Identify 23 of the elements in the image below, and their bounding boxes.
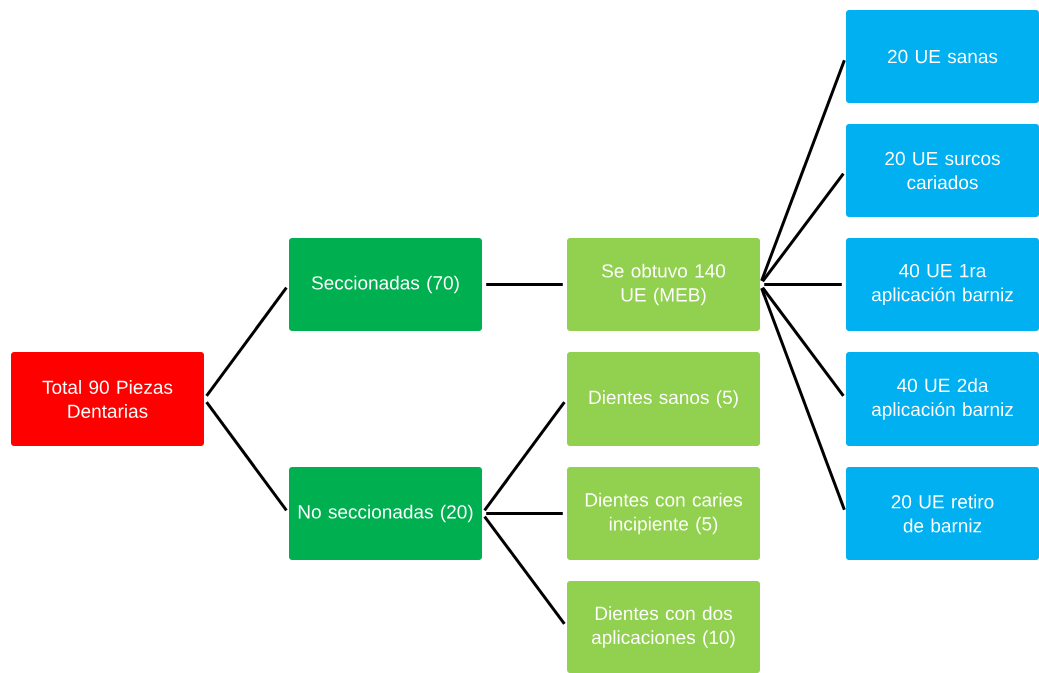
process-box: Se obtuvo 140 UE (MEB) [567, 238, 760, 331]
connector-line [483, 401, 566, 512]
process-box: Dientes con caries incipiente (5) [567, 467, 760, 560]
connector-line [483, 515, 566, 625]
process-box: 40 UE 1ra aplicación barniz [846, 238, 1039, 331]
connector-line [760, 59, 846, 282]
process-box: Dientes sanos (5) [567, 352, 760, 446]
connector-line [486, 283, 563, 286]
process-box: No seccionadas (20) [289, 467, 482, 560]
process-box: Total 90 Piezas Dentarias [11, 352, 204, 446]
process-box: Dientes con dos aplicaciones (10) [567, 581, 760, 673]
connector-line [761, 172, 845, 283]
process-box: 20 UE sanas [846, 10, 1039, 103]
process-box: Seccionadas (70) [289, 238, 482, 331]
process-box: 40 UE 2da aplicación barniz [846, 352, 1039, 446]
connector-line [205, 401, 288, 512]
connector-line [486, 512, 563, 515]
process-box: 20 UE surcos cariados [846, 124, 1039, 217]
connector-line [760, 287, 846, 511]
connector-line [764, 283, 842, 286]
connector-line [205, 286, 288, 397]
connector-line [761, 286, 845, 397]
process-box: 20 UE retiro de barniz [846, 467, 1039, 560]
